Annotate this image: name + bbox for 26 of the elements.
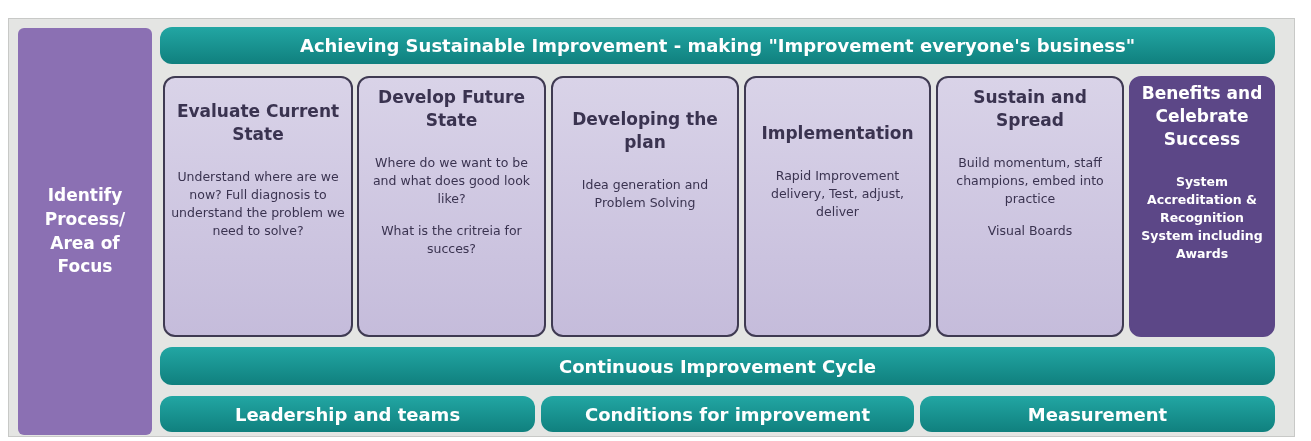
- stage-box: [357, 76, 546, 337]
- stage-description: Build momentum, staff champions, embed into practice: [955, 153, 1105, 209]
- cycle-banner: Continuous Improvement Cycle: [160, 347, 1275, 385]
- stage-box: [163, 76, 353, 337]
- stage-box: [551, 76, 739, 337]
- stage-heading: Evaluate Current State: [175, 100, 341, 146]
- title-banner: Achieving Sustainable Improvement - making "Improvement everyone's business": [160, 27, 1275, 64]
- stage-description: Where do we want to be and what does good look like?: [371, 153, 532, 209]
- stage-description: Idea generation and Problem Solving: [580, 175, 710, 212]
- stage-box: [936, 76, 1124, 337]
- stage-description: System Accreditation & Recognition System including Awards: [1140, 172, 1264, 264]
- stage-heading: Develop Future State: [377, 86, 526, 132]
- stage-heading: Benefits and Celebrate Success: [1140, 82, 1264, 151]
- foundation-banner: Conditions for improvement: [541, 396, 914, 432]
- stage-description: Visual Boards: [987, 222, 1073, 241]
- stage-description: What is the critreia for succes?: [380, 222, 523, 259]
- stage-description: Understand where are we now? Full diagnosis to understand the problem we need to solve?: [170, 167, 346, 241]
- focus-area-panel: Identify Process/ Area of Focus: [18, 28, 152, 435]
- stage-heading: Developing the plan: [571, 108, 719, 154]
- stage-box: [1129, 76, 1275, 337]
- stage-description: Rapid Improvement delivery, Test, adjust, deliver: [769, 166, 906, 222]
- stage-heading: Sustain and Spread: [972, 86, 1088, 132]
- foundation-banner: Measurement: [920, 396, 1275, 432]
- stage-heading: Implementation: [761, 122, 914, 145]
- stage-box: [744, 76, 931, 337]
- foundation-banner: Leadership and teams: [160, 396, 535, 432]
